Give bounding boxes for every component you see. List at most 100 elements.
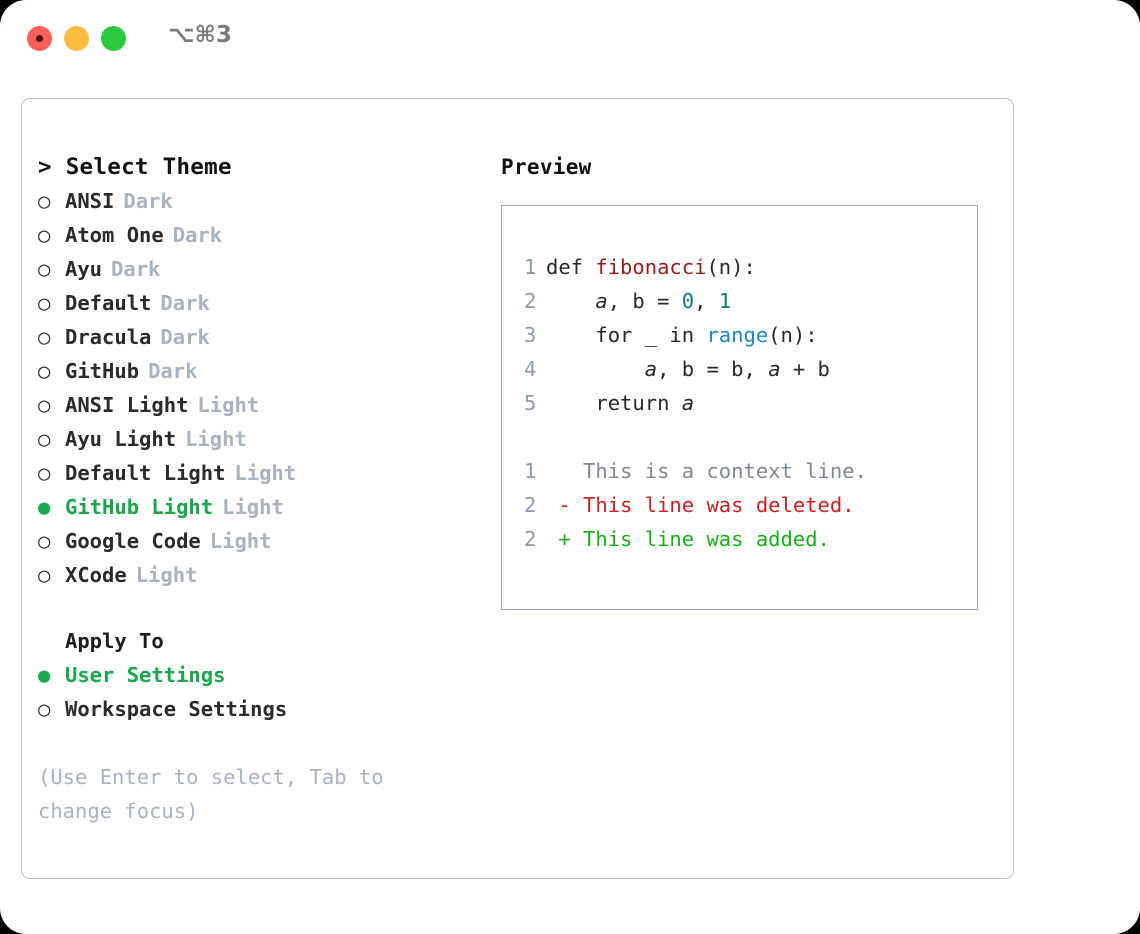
code-token-num: 0 (681, 289, 695, 313)
code-token-plain (546, 357, 645, 381)
theme-variant-badge: Light (135, 563, 198, 587)
radio-unselected-icon[interactable]: ○ (38, 529, 51, 553)
diff-sample-block: 1 This is a context line. 2 - This line w… (524, 454, 977, 556)
radio-selected-icon[interactable]: ● (38, 495, 51, 519)
theme-variant-badge: Light (209, 529, 272, 553)
select-theme-header: > Select Theme (38, 154, 232, 180)
theme-variant-badge: Dark (111, 257, 161, 281)
theme-option-label: Google Code (65, 529, 201, 553)
section-spacer (38, 592, 478, 624)
keyboard-shortcut-label: ⌥⌘3 (168, 22, 232, 48)
close-button-icon[interactable] (27, 26, 52, 51)
theme-option-label: Ayu (65, 257, 103, 281)
apply-to-option-list: ● User Settings ○ Workspace Settings (38, 658, 478, 726)
diff-text: This line was deleted. (583, 493, 855, 517)
code-line: 5 return a (524, 386, 977, 420)
zoom-button-icon[interactable] (101, 26, 126, 51)
apply-to-option-label: User Settings (65, 663, 226, 687)
code-token-plain: (n): (768, 323, 818, 347)
code-token-plain: return (546, 391, 682, 415)
code-token-fn: fibonacci (595, 255, 707, 279)
theme-option-label: ANSI (65, 189, 115, 213)
line-number: 2 (524, 289, 537, 313)
code-token-plain: + b (780, 357, 830, 381)
code-token-call: range (706, 323, 769, 347)
theme-option-label: Default (65, 291, 152, 315)
line-number: 1 (524, 459, 537, 483)
theme-option-xcode[interactable]: ○ XCode Light (38, 558, 478, 592)
line-number: 2 (524, 527, 537, 551)
theme-option-label: Atom One (65, 223, 164, 247)
theme-option-label: Default Light (65, 461, 226, 485)
code-token-var: a (768, 357, 781, 381)
theme-option-google-code[interactable]: ○ Google Code Light (38, 524, 478, 558)
theme-option-ansi-light[interactable]: ○ ANSI Light Light (38, 388, 478, 422)
apply-to-option-label: Workspace Settings (65, 697, 288, 721)
radio-unselected-icon[interactable]: ○ (38, 223, 51, 247)
radio-unselected-icon[interactable]: ○ (38, 393, 51, 417)
theme-variant-badge: Light (197, 393, 260, 417)
title-bar: ⌥⌘3 (0, 0, 1140, 78)
theme-option-dracula[interactable]: ○ Dracula Dark (38, 320, 478, 354)
radio-unselected-icon[interactable]: ○ (38, 697, 51, 721)
radio-unselected-icon[interactable]: ○ (38, 359, 51, 383)
diff-sign (546, 459, 583, 483)
theme-option-default-light[interactable]: ○ Default Light Light (38, 456, 478, 490)
theme-variant-badge: Dark (123, 189, 173, 213)
radio-unselected-icon[interactable]: ○ (38, 427, 51, 451)
theme-variant-badge: Light (185, 427, 247, 451)
code-token-var: a (681, 391, 695, 415)
theme-option-label: ANSI Light (65, 393, 189, 417)
radio-unselected-icon[interactable]: ○ (38, 291, 51, 315)
line-number: 3 (524, 323, 537, 347)
theme-option-label: Ayu Light (65, 427, 177, 451)
line-number: 5 (524, 391, 537, 415)
theme-option-label: XCode (65, 563, 127, 587)
code-token-plain: (n): (706, 255, 756, 279)
code-line: 3 for _ in range(n): (524, 318, 977, 352)
diff-sign: - (546, 493, 584, 517)
diff-line-added: 2 + This line was added. (524, 522, 977, 556)
code-diff-spacer (524, 420, 977, 454)
radio-unselected-icon[interactable]: ○ (38, 325, 51, 349)
apply-to-option-user-settings[interactable]: ● User Settings (38, 658, 478, 692)
code-token-var: a (595, 289, 608, 313)
keyboard-hint-text: (Use Enter to select, Tab to change focu… (38, 765, 384, 823)
theme-option-ayu-light[interactable]: ○ Ayu Light Light (38, 422, 478, 456)
apply-to-option-workspace-settings[interactable]: ○ Workspace Settings (38, 692, 478, 726)
apply-to-header: Apply To (65, 629, 164, 653)
diff-sign: + (546, 527, 584, 551)
line-number: 1 (524, 255, 537, 279)
theme-variant-badge: Dark (160, 325, 210, 349)
radio-selected-icon[interactable]: ● (38, 663, 51, 687)
radio-unselected-icon[interactable]: ○ (38, 257, 51, 281)
code-token-plain: for _ in (546, 323, 707, 347)
minimize-button-icon[interactable] (64, 26, 89, 51)
theme-option-ayu[interactable]: ○ Ayu Dark (38, 252, 478, 286)
theme-variant-badge: Dark (148, 359, 198, 383)
diff-line-context: 1 This is a context line. (524, 454, 977, 488)
radio-unselected-icon[interactable]: ○ (38, 563, 51, 587)
code-token-var: a (644, 357, 658, 381)
theme-option-label: Dracula (65, 325, 152, 349)
diff-text: This is a context line. (583, 459, 867, 483)
diff-text: This line was added. (583, 527, 830, 551)
theme-variant-badge: Dark (160, 291, 210, 315)
theme-variant-badge: Light (234, 461, 297, 485)
radio-unselected-icon[interactable]: ○ (38, 461, 51, 485)
theme-option-ansi[interactable]: ○ ANSI Dark (38, 184, 478, 218)
code-line: 2 a, b = 0, 1 (524, 284, 977, 318)
code-token-num: 1 (718, 289, 732, 313)
theme-option-default[interactable]: ○ Default Dark (38, 286, 478, 320)
traffic-light-controls (27, 26, 126, 51)
radio-unselected-icon[interactable]: ○ (38, 189, 51, 213)
